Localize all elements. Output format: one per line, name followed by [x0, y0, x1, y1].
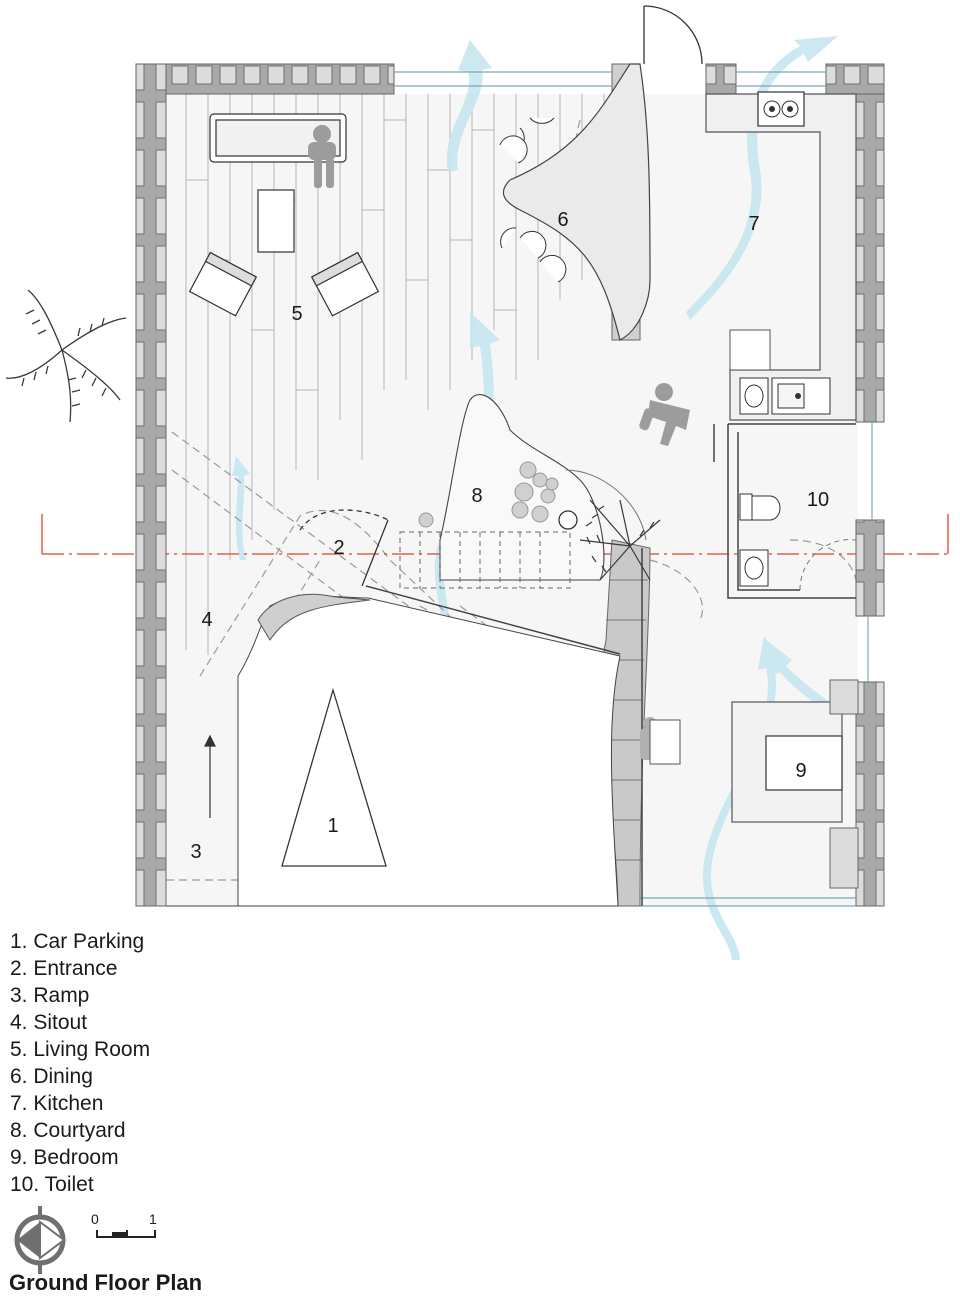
- legend-item-dining: 6. Dining: [10, 1065, 93, 1088]
- legend-item-car-parking: 1. Car Parking: [10, 930, 145, 953]
- north-arrow-icon: [14, 1206, 66, 1274]
- dining-chairs: [499, 117, 567, 283]
- legend-item-kitchen: 7. Kitchen: [10, 1092, 104, 1115]
- room-number-sitout: 4: [201, 609, 212, 631]
- courtyard-tree-trunk: [558, 510, 578, 530]
- room-number-toilet: 10: [807, 489, 829, 511]
- bed-icon: [731, 679, 859, 889]
- legend-item-sitout: 4. Sitout: [10, 1011, 88, 1034]
- wc-icon: [739, 493, 781, 587]
- room-number-dining: 6: [557, 209, 568, 231]
- entrance-planter: [257, 593, 371, 641]
- window-glazing: [394, 71, 873, 907]
- perforated-block-walls: [135, 63, 885, 907]
- legend-item-toilet: 10. Toilet: [10, 1173, 94, 1196]
- legend-item-living-room: 5. Living Room: [10, 1038, 151, 1061]
- car-parking-marker: [281, 687, 387, 867]
- palm-tree-icon: [5, 289, 127, 423]
- entry-door: [643, 5, 703, 65]
- room-number-ramp: 3: [190, 841, 201, 863]
- scale-bar: [96, 1230, 156, 1238]
- person-icon: [308, 125, 336, 188]
- stove-icon: [757, 91, 805, 127]
- study-chair: [649, 719, 681, 765]
- room-number-kitchen: 7: [748, 213, 759, 235]
- courtyard-plants: [418, 461, 559, 528]
- legend-item-ramp: 3. Ramp: [10, 984, 90, 1007]
- room-legend: 1. Car Parking 2. Entrance 3. Ramp 4. Si…: [10, 928, 150, 1198]
- palm-tree-icon: [579, 499, 661, 581]
- person-icon: [639, 383, 690, 446]
- courtyard-steps: [399, 531, 571, 589]
- room-number-courtyard: 8: [471, 485, 482, 507]
- scale-label-end: 1: [149, 1211, 157, 1227]
- entrance-door: [299, 509, 389, 587]
- plan-title: Ground Floor Plan: [9, 1270, 203, 1295]
- room-number-bedroom: 9: [795, 760, 806, 782]
- room-number-car-parking: 1: [327, 815, 338, 837]
- room-number-entrance: 2: [333, 537, 344, 559]
- scale-label-start: 0: [91, 1211, 99, 1227]
- sink-icon: [739, 377, 831, 415]
- dining-table: [502, 63, 651, 341]
- ramp-arrow-icon: [204, 734, 216, 818]
- fridge-block: [729, 329, 771, 371]
- legend-item-entrance: 2. Entrance: [10, 957, 118, 980]
- legend-item-bedroom: 9. Bedroom: [10, 1146, 119, 1169]
- room-number-living-room: 5: [291, 303, 302, 325]
- interior-walls: [365, 423, 856, 906]
- legend-item-courtyard: 8. Courtyard: [10, 1119, 126, 1142]
